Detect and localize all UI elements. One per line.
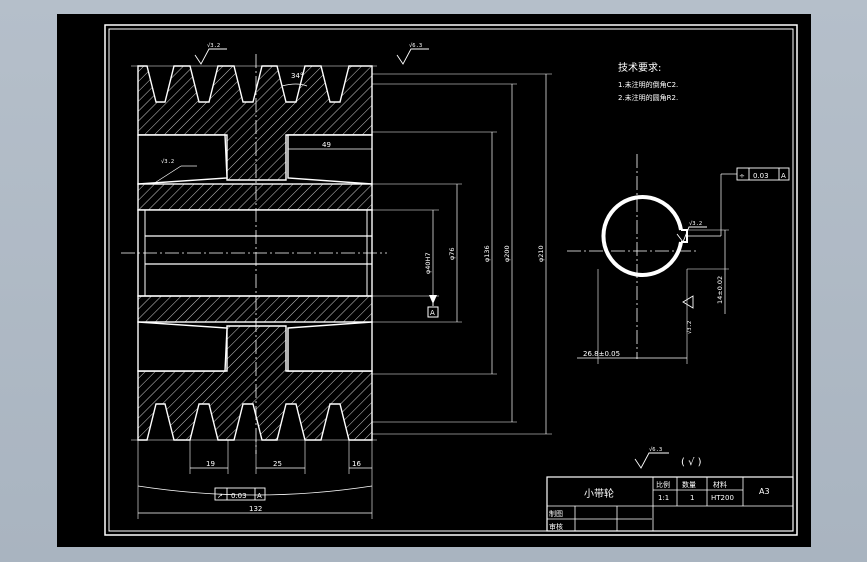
dim-pitch-16: 16 <box>352 460 361 468</box>
datum-label: A <box>430 309 435 317</box>
roughness-outer: √6.3 <box>409 42 422 49</box>
tech-note-1: 1.未注明的倒角C2. <box>618 80 678 89</box>
symmetry-frame <box>736 167 790 181</box>
roughness-general-suffix: ( √ ) <box>681 457 702 468</box>
header-material: 材料 <box>713 480 727 489</box>
drawn-label: 制图 <box>549 509 563 518</box>
dim-key-width: 14±0.02 <box>716 276 724 304</box>
runout-symbol: ↗ <box>217 492 223 500</box>
groove-angle: 34° <box>291 72 303 80</box>
roughness-groove: √3.2 <box>161 158 174 165</box>
datum-box <box>427 306 439 318</box>
drawing-viewport[interactable]: 技术要求: 1.未注明的倒角C2. 2.未注明的圆角R2. √3.2 √6.3 … <box>57 14 811 547</box>
tech-title: 技术要求: <box>618 61 661 74</box>
lower-hub <box>137 295 373 323</box>
inner-border <box>108 28 794 532</box>
roughness-general: √6.3 <box>649 446 662 453</box>
material-value: HT200 <box>711 494 734 502</box>
runout-datum: A <box>257 492 262 500</box>
drawing-canvas: 技术要求: 1.未注明的倒角C2. 2.未注明的圆角R2. √3.2 √6.3 … <box>104 24 798 536</box>
roughness-keyway: √3.2 <box>689 220 702 227</box>
lower-web-right-gap <box>287 321 373 372</box>
part-name: 小带轮 <box>584 487 614 500</box>
runout-frame <box>214 487 266 501</box>
dim-rim: φ200 <box>503 245 511 262</box>
upper-hub <box>137 183 373 211</box>
header-qty: 数量 <box>682 480 696 489</box>
header-scale: 比例 <box>656 480 670 489</box>
runout-value: 0.03 <box>231 492 247 500</box>
dim-hub: φ76 <box>448 247 456 260</box>
tech-note-2: 2.未注明的圆角R2. <box>618 93 678 102</box>
lower-web-left-gap <box>137 321 228 372</box>
roughness-symbols <box>194 48 707 469</box>
sheet-size: A3 <box>759 487 770 496</box>
symmetry-symbol: ÷ <box>739 172 745 180</box>
symmetry-value: 0.03 <box>753 172 769 180</box>
dim-outer: φ210 <box>537 245 545 262</box>
dim-pitch-19: 19 <box>206 460 215 468</box>
dim-total-width: 132 <box>249 505 262 513</box>
end-view-bore <box>601 195 683 277</box>
roughness-rim: √3.2 <box>207 42 220 49</box>
scale-value: 1:1 <box>658 494 669 502</box>
outer-border <box>104 24 798 536</box>
dim-pitch-25: 25 <box>273 460 282 468</box>
section-dimensions <box>137 73 552 519</box>
end-view <box>567 154 790 364</box>
dim-bore: φ40H7 <box>424 252 432 274</box>
title-block <box>546 476 794 532</box>
roughness-key-side: √3.2 <box>686 321 693 334</box>
dim-web: φ136 <box>483 245 491 262</box>
qty-value: 1 <box>690 494 694 502</box>
dim-inner-width: 49 <box>322 141 331 149</box>
pulley-section <box>121 54 387 454</box>
upper-web-left-gap <box>137 134 228 185</box>
dim-keyway-depth: 26.8±0.05 <box>583 350 620 358</box>
symmetry-datum: A <box>781 172 786 180</box>
checked-label: 审核 <box>549 522 563 531</box>
